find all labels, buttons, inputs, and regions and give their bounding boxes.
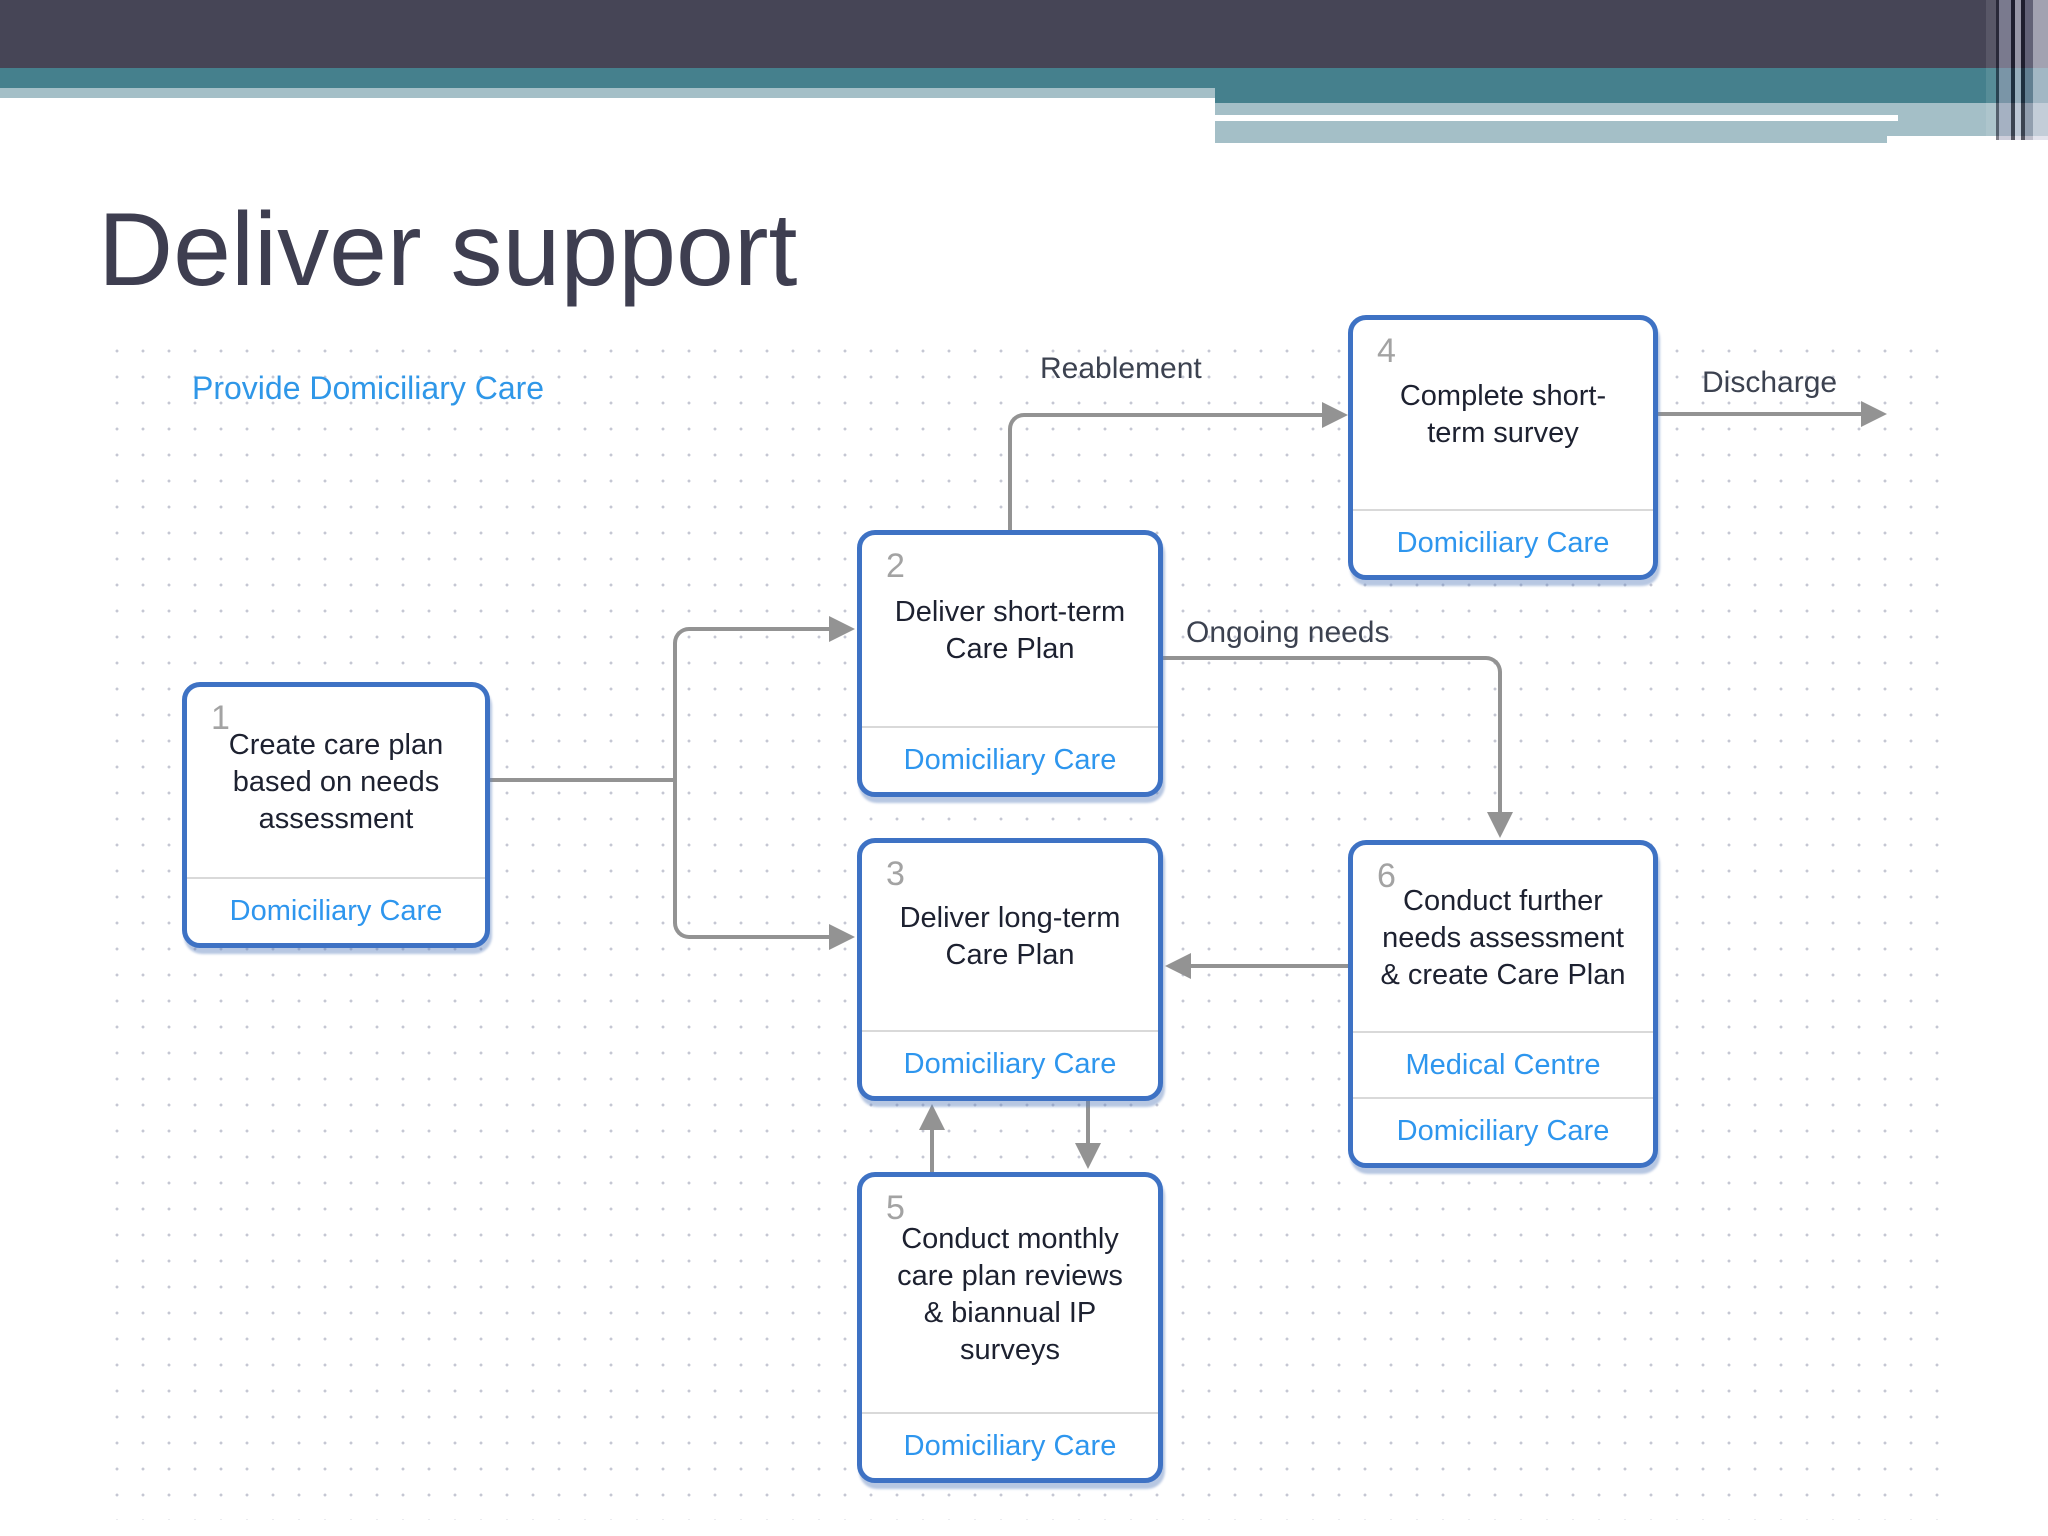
step-number: 1 <box>211 699 230 737</box>
arrow-step1-to-step2 <box>673 627 831 782</box>
banner-white-notch <box>1887 136 2048 143</box>
arrow-step3-to-step5-line <box>1086 1101 1090 1143</box>
step-number: 2 <box>886 547 905 585</box>
edge-label-ongoing-needs: Ongoing needs <box>1186 616 1390 649</box>
step-role-label: Domiciliary Care <box>187 877 485 943</box>
arrow-step1-branch-stub <box>490 778 677 782</box>
banner-corner-stripes <box>1986 0 2048 140</box>
step-text: Deliver short-term Care Plan <box>894 595 1126 665</box>
process-step-1: 1 Create care plan based on needs assess… <box>182 682 490 948</box>
step-text: Deliver long-term Care Plan <box>899 901 1121 971</box>
step-role-label-domiciliary-care: Domiciliary Care <box>1353 1097 1653 1163</box>
arrowhead-into-step2 <box>829 616 855 642</box>
banner-teal-bar <box>0 68 2048 88</box>
arrow-step2-to-step6 <box>1163 656 1502 812</box>
arrowhead-into-step3-right <box>1165 953 1191 979</box>
arrow-step2-to-step4 <box>1008 413 1322 532</box>
step-text: Complete short-term survey <box>1399 379 1607 449</box>
arrowhead-into-step4 <box>1322 402 1348 428</box>
step-text: Conduct further needs assessment & creat… <box>1380 884 1626 991</box>
step-role-label: Domiciliary Care <box>862 726 1158 792</box>
process-step-4: 4 Complete short-term survey Domiciliary… <box>1348 315 1658 580</box>
arrowhead-discharge <box>1861 401 1887 427</box>
step-text: Create care plan based on needs assessme… <box>228 728 444 835</box>
page-title: Deliver support <box>98 192 798 308</box>
banner-teal-bar-right <box>1215 88 2048 103</box>
step-role-label: Domiciliary Care <box>862 1030 1158 1096</box>
arrow-step6-to-step3 <box>1189 964 1348 968</box>
banner-light-band-left <box>0 88 1215 98</box>
banner-white-stripe <box>1215 115 1898 121</box>
arrow-step4-discharge <box>1658 412 1861 416</box>
step-number: 6 <box>1377 857 1396 895</box>
edge-label-discharge: Discharge <box>1702 366 1838 399</box>
step-number: 5 <box>886 1189 905 1227</box>
arrowhead-down-into-step5 <box>1075 1143 1101 1169</box>
step-number: 3 <box>886 855 905 893</box>
process-step-2: 2 Deliver short-term Care Plan Domicilia… <box>857 530 1163 797</box>
process-step-6: 6 Conduct further needs assessment & cre… <box>1348 840 1658 1168</box>
process-step-3: 3 Deliver long-term Care Plan Domiciliar… <box>857 838 1163 1101</box>
arrowhead-into-step6 <box>1487 812 1513 838</box>
process-step-5: 5 Conduct monthly care plan reviews & bi… <box>857 1172 1163 1483</box>
banner-dark-bar <box>0 0 2048 68</box>
diagram-subtitle: Provide Domiciliary Care <box>192 370 545 406</box>
arrow-step5-to-step3-line <box>930 1128 934 1172</box>
edge-label-reablement: Reablement <box>1040 352 1202 385</box>
step-role-label: Domiciliary Care <box>1353 509 1653 575</box>
step-number: 4 <box>1377 332 1396 370</box>
arrowhead-into-step3 <box>829 924 855 950</box>
step-text: Conduct monthly care plan reviews & bian… <box>897 1222 1123 1366</box>
arrow-step1-to-step3 <box>673 780 831 939</box>
step-role-label: Domiciliary Care <box>862 1412 1158 1478</box>
arrowhead-up-into-step3 <box>919 1104 945 1130</box>
step-role-label-medical-centre: Medical Centre <box>1353 1031 1653 1097</box>
